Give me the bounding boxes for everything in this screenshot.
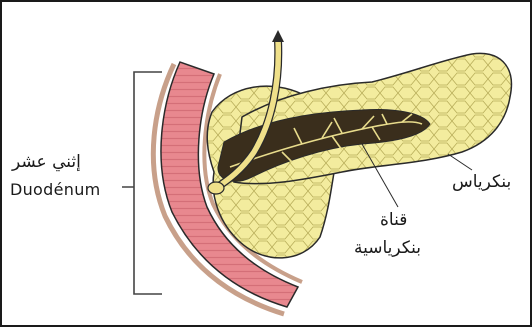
duct-label-line1: قناة	[380, 210, 407, 230]
duct-label-line2: بنكرياسية	[354, 238, 421, 258]
pancreas-label: بنكرياس	[452, 172, 511, 192]
duodenum-label-arabic: إثني عشر	[12, 152, 81, 172]
papilla	[208, 182, 224, 194]
duodenum-label-latin: Duodénum	[10, 180, 101, 199]
pancreas-leader	[448, 154, 472, 170]
bile-duct-arrow-icon	[272, 30, 284, 42]
